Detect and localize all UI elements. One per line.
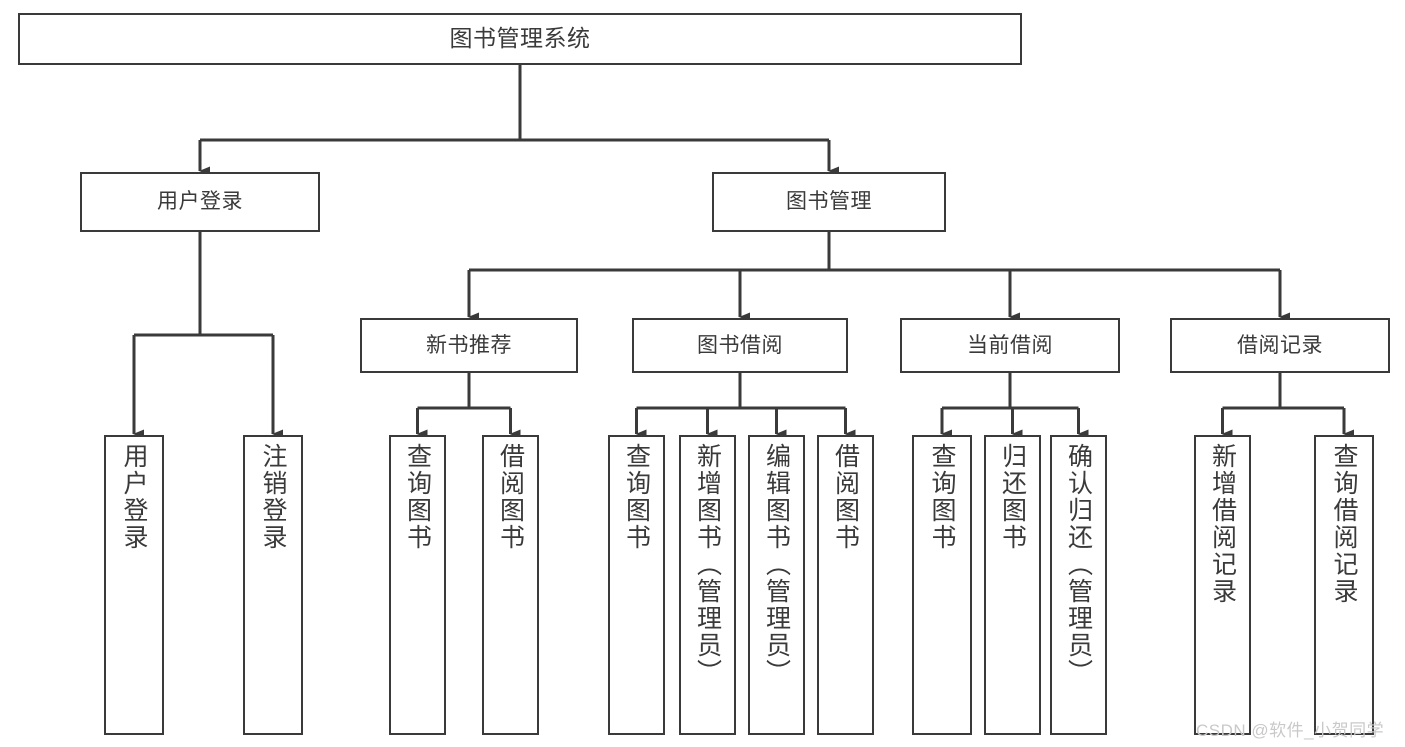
watermark-text: CSDN @软件_小贺同学 (1196, 721, 1385, 740)
node-label: 新书推荐 (426, 333, 512, 357)
node-leaf-borrow-book[interactable]: 借阅图书 (817, 435, 874, 735)
node-leaf-add-borrow-record[interactable]: 新增借阅记录 (1194, 435, 1251, 735)
node-root-图书管理系统[interactable]: 图书管理系统 (18, 13, 1022, 65)
node-leaf-query-book-current[interactable]: 查询图书 (912, 435, 972, 735)
node-label: 用户登录 (120, 443, 148, 551)
node-user-login[interactable]: 用户登录 (80, 172, 320, 232)
node-label: 确认归还（管理员） (1064, 443, 1093, 686)
node-label: 查询图书 (403, 443, 432, 551)
node-label: 图书管理系统 (449, 25, 591, 52)
node-label: 借阅记录 (1237, 333, 1323, 357)
node-leaf-add-book-admin[interactable]: 新增图书（管理员） (679, 435, 736, 735)
node-book-borrow[interactable]: 图书借阅 (632, 318, 848, 373)
node-new-book-recommend[interactable]: 新书推荐 (360, 318, 578, 373)
node-leaf-user-login[interactable]: 用户登录 (104, 435, 164, 735)
node-label: 编辑图书（管理员） (762, 443, 791, 686)
node-label: 图书借阅 (697, 333, 783, 357)
node-book-manage[interactable]: 图书管理 (712, 172, 946, 232)
node-leaf-query-book-borrow[interactable]: 查询图书 (608, 435, 665, 735)
node-label: 图书管理 (786, 190, 872, 214)
node-label: 查询借阅记录 (1330, 443, 1358, 605)
node-leaf-logout[interactable]: 注销登录 (243, 435, 303, 735)
node-leaf-edit-book-admin[interactable]: 编辑图书（管理员） (748, 435, 805, 735)
node-leaf-confirm-return-admin[interactable]: 确认归还（管理员） (1050, 435, 1107, 735)
node-label: 注销登录 (259, 443, 287, 551)
node-label: 新增借阅记录 (1208, 443, 1237, 605)
node-label: 归还图书 (998, 443, 1027, 551)
node-label: 查询图书 (622, 443, 651, 551)
node-label: 新增图书（管理员） (693, 443, 722, 686)
node-leaf-query-book-rec[interactable]: 查询图书 (389, 435, 446, 735)
node-label: 用户登录 (157, 190, 243, 214)
node-label: 查询图书 (928, 443, 956, 551)
node-leaf-return-book[interactable]: 归还图书 (984, 435, 1041, 735)
node-borrow-record[interactable]: 借阅记录 (1170, 318, 1390, 373)
node-current-borrow[interactable]: 当前借阅 (900, 318, 1120, 373)
node-leaf-borrow-book-rec[interactable]: 借阅图书 (482, 435, 539, 735)
node-label: 当前借阅 (967, 333, 1053, 357)
node-leaf-query-borrow-record[interactable]: 查询借阅记录 (1314, 435, 1374, 735)
node-label: 借阅图书 (496, 443, 525, 551)
node-label: 借阅图书 (831, 443, 860, 551)
